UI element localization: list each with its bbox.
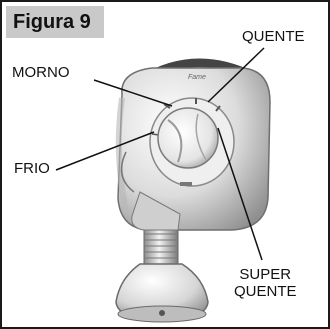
- leader-frio: [55, 131, 155, 171]
- figure-title: Figura 9: [6, 6, 104, 38]
- brand-label: Fame: [188, 74, 206, 81]
- label-morno: MORNO: [12, 64, 70, 81]
- label-super-line2: QUENTE: [234, 283, 297, 300]
- leader-quente: [207, 47, 265, 103]
- label-super-line1: SUPER: [239, 266, 292, 283]
- shower-illustration: Fame: [55, 47, 271, 323]
- label-frio: FRIO: [14, 160, 50, 177]
- label-quente: QUENTE: [242, 28, 305, 45]
- leader-super-quente: [217, 127, 263, 261]
- leader-morno: [93, 79, 173, 107]
- label-super-quente: SUPER QUENTE: [234, 266, 297, 300]
- selector-knob: [157, 107, 219, 169]
